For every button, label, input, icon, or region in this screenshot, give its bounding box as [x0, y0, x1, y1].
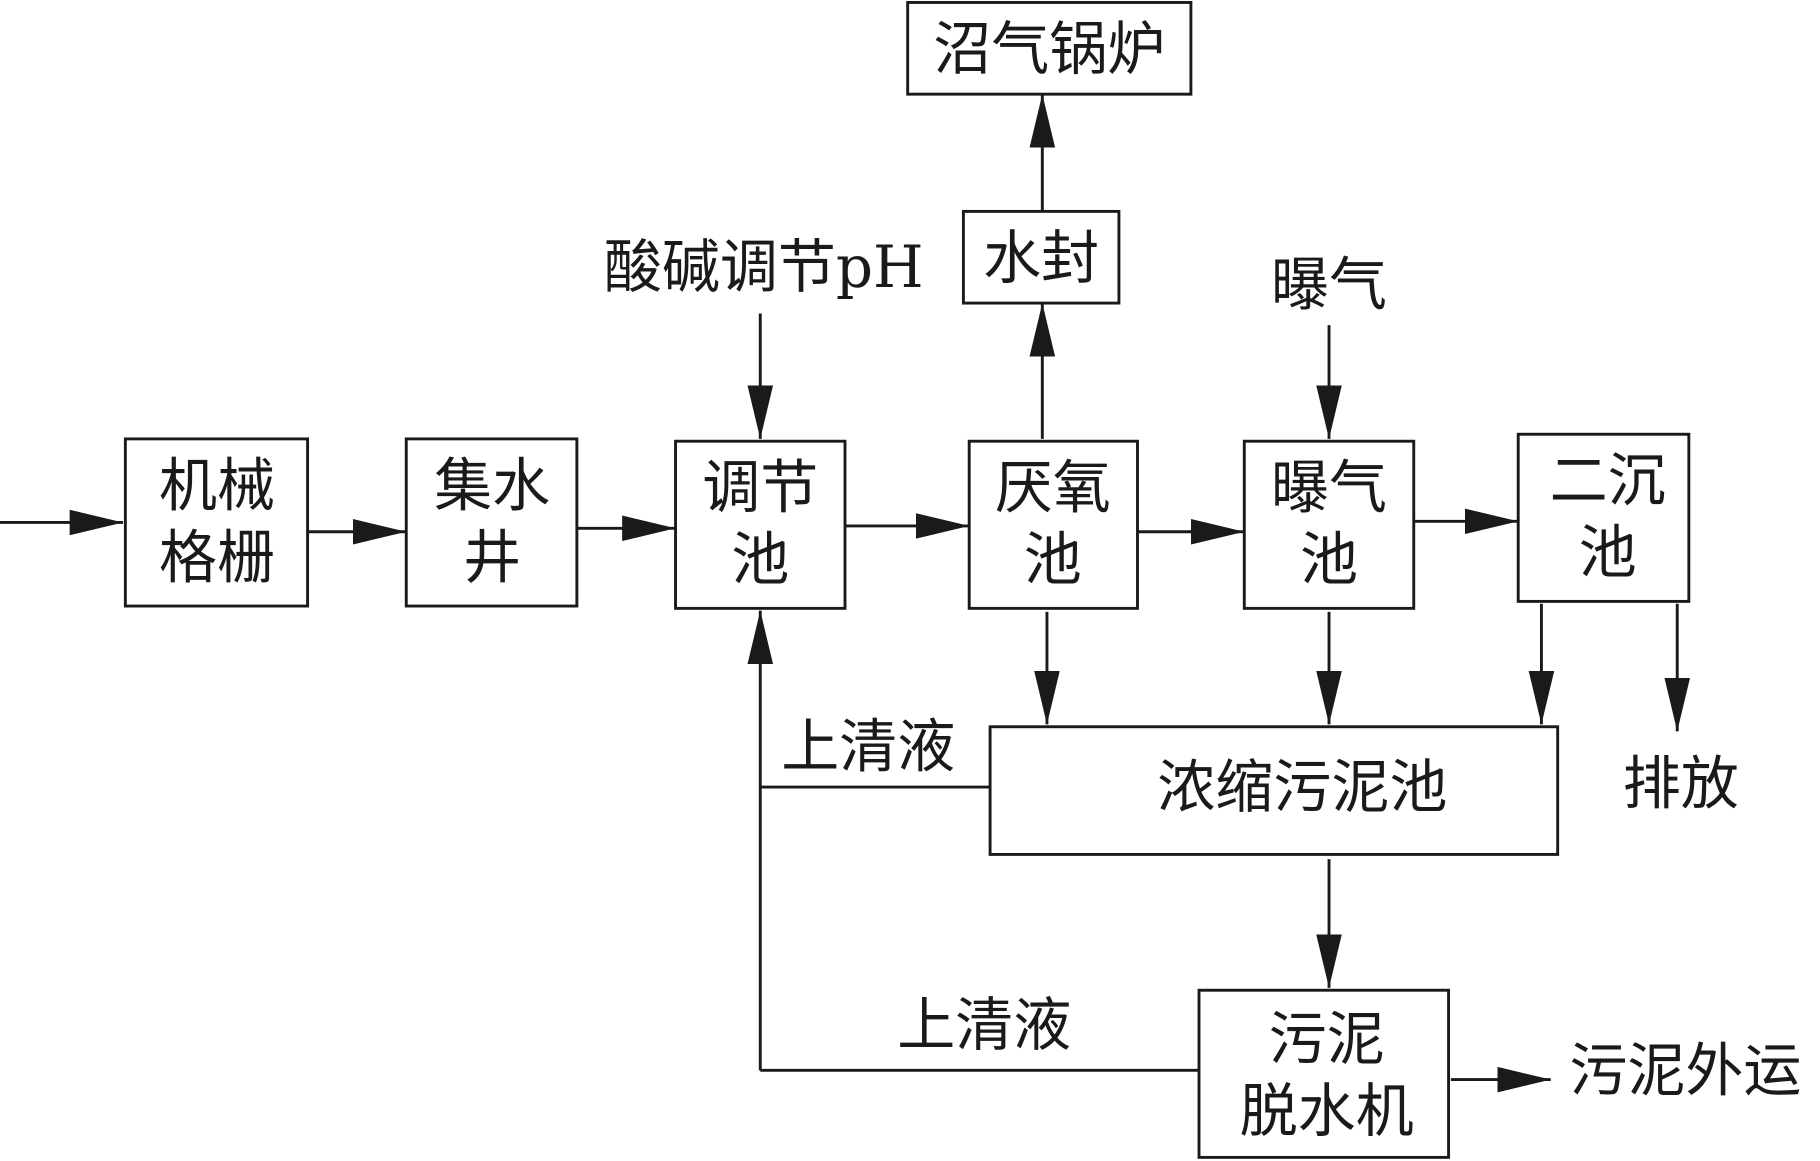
label-sludge-out: 污泥外运: [1569, 1036, 1801, 1104]
node-water-seal: 水封: [961, 209, 1121, 305]
node-biogas-boiler: 沼气锅炉: [906, 1, 1193, 96]
node-screen: 机械 格栅: [123, 437, 310, 608]
label-aeration-input: 曝气: [1271, 251, 1387, 319]
node-label: 池: [1024, 526, 1082, 594]
node-label: 井: [463, 523, 521, 591]
node-label: 浓缩污泥池: [1157, 753, 1447, 821]
node-label: 池: [731, 526, 789, 594]
node-sludge-thickener: 浓缩污泥池: [988, 725, 1560, 856]
label-supernatant-2: 上清液: [897, 991, 1071, 1059]
node-label: 脱水机: [1240, 1077, 1414, 1145]
node-anaerobic: 厌氧 池: [967, 439, 1139, 610]
node-label: 沼气锅炉: [933, 15, 1165, 83]
label-ph-adjust: 酸碱调节pH: [604, 233, 924, 301]
node-label: 水封: [983, 224, 1099, 292]
node-label: 二沉: [1550, 447, 1666, 515]
node-label: 池: [1579, 519, 1637, 587]
node-equalization: 调节 池: [674, 439, 847, 610]
flow-arrows: [0, 94, 1690, 1093]
node-label: 池: [1300, 526, 1358, 594]
node-aeration: 曝气 池: [1242, 439, 1416, 610]
node-label: 集水: [434, 451, 550, 519]
node-sump: 集水 井: [404, 437, 579, 608]
node-label: 机械: [159, 451, 275, 519]
node-label: 厌氧: [995, 454, 1111, 522]
node-label: 格栅: [159, 523, 275, 591]
node-label: 调节: [702, 454, 818, 522]
label-supernatant-1: 上清液: [781, 712, 955, 780]
node-dewatering: 污泥 脱水机: [1197, 988, 1451, 1159]
node-label: 曝气: [1271, 454, 1387, 522]
node-secondary-clarifier: 二沉 池: [1516, 432, 1691, 603]
node-label: 污泥: [1269, 1005, 1385, 1073]
label-discharge: 排放: [1623, 750, 1739, 818]
